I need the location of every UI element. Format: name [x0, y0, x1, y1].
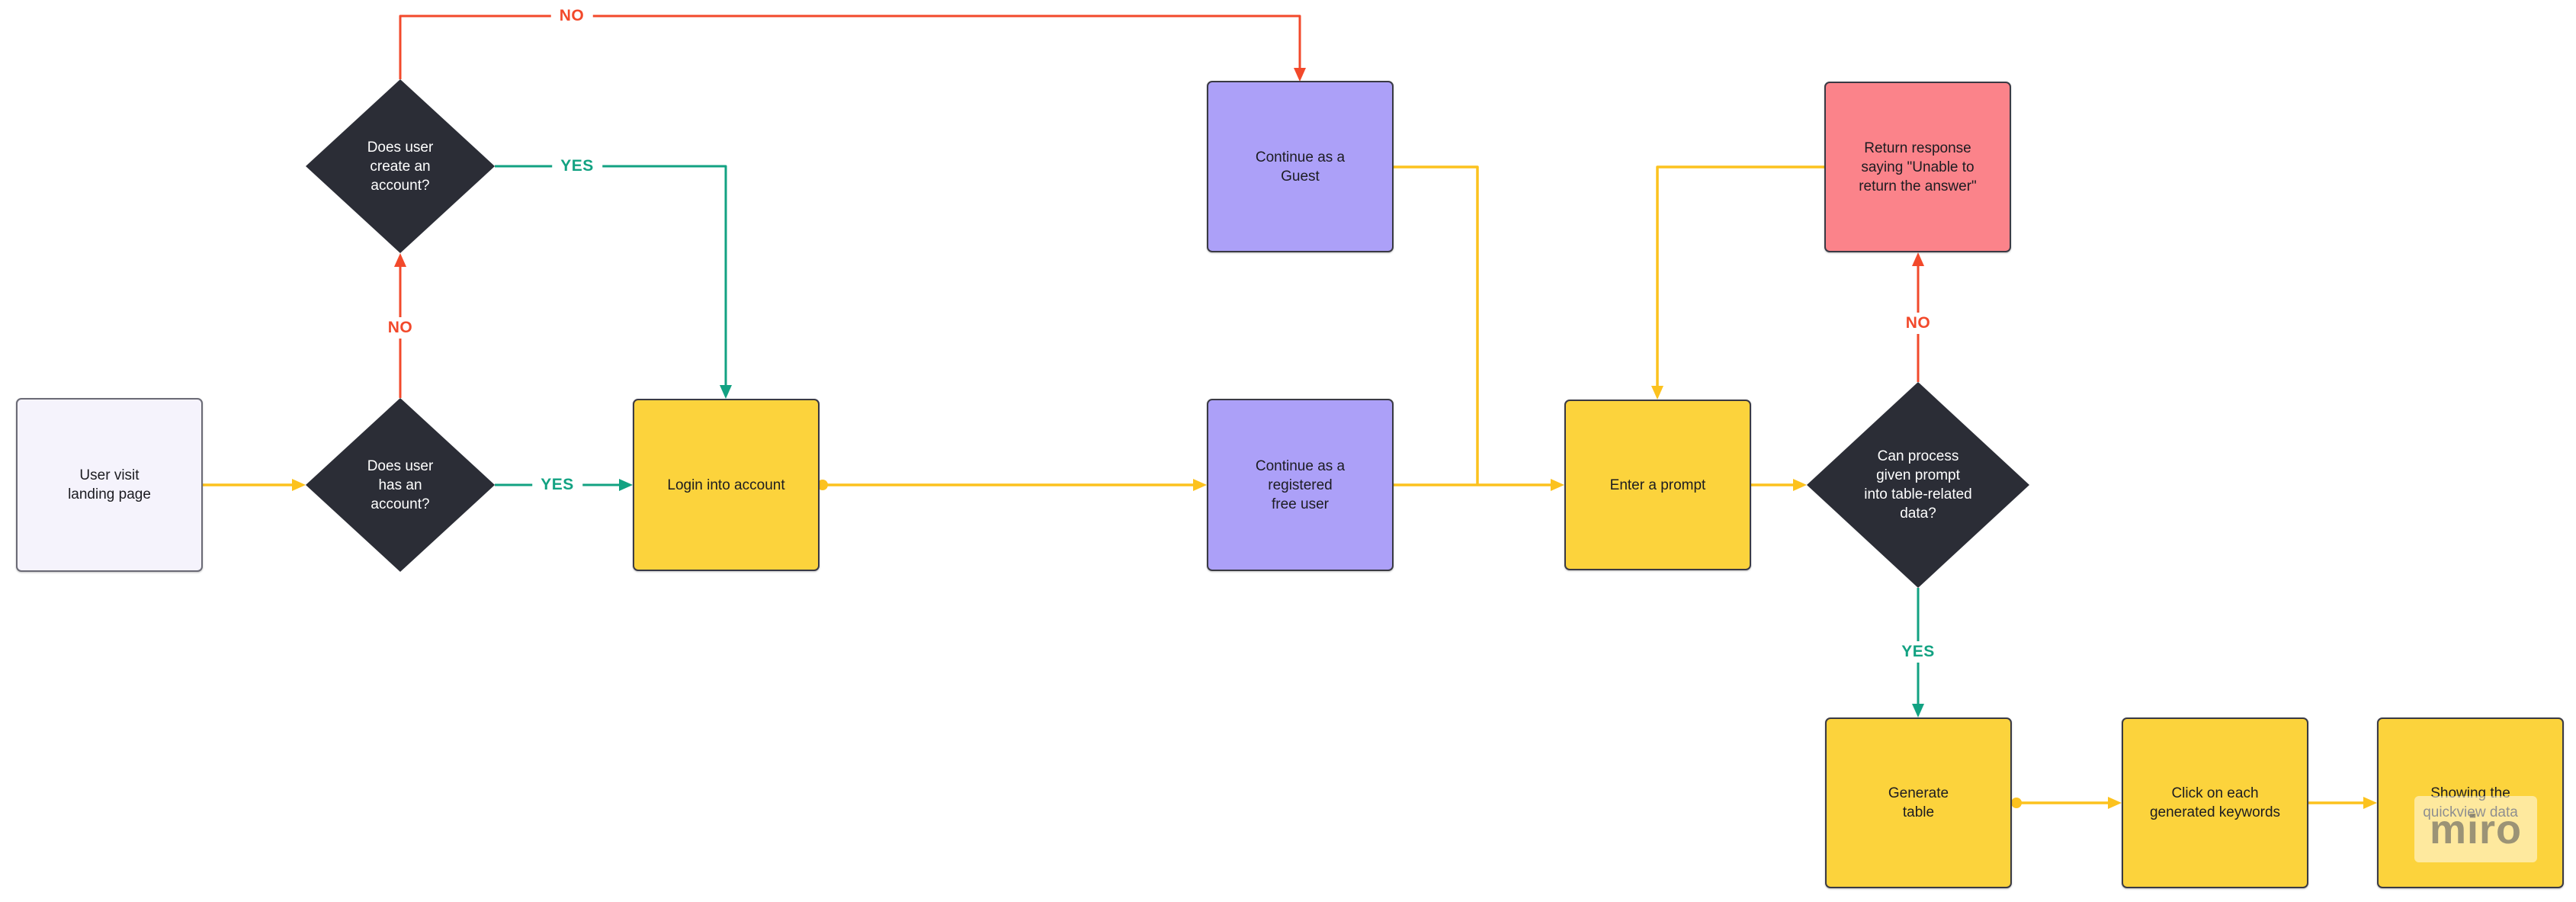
node-enter-a-prompt[interactable]: Enter a prompt [1564, 400, 1751, 570]
connector-registered-to-enter-prompt[interactable] [1394, 479, 1564, 491]
connector-generate-table-to-click-keywords[interactable] [2011, 797, 2122, 809]
node-user-visit-landing-page[interactable]: User visit landing page [16, 398, 203, 572]
connector-enter-prompt-to-can-process[interactable] [1751, 479, 1807, 491]
connector-guest-to-enter-prompt[interactable] [1394, 165, 1479, 485]
connector-create-account-yes-to-login[interactable] [495, 165, 732, 399]
miro-logo: miro [2429, 806, 2523, 852]
node-login-into-account[interactable]: Login into account [633, 399, 820, 571]
node-click-on-each-generated-keywords[interactable]: Click on each generated keywords [2122, 717, 2308, 888]
edge-label-yes-can-process[interactable]: YES [1893, 641, 1943, 663]
node-label: Login into account [667, 477, 785, 493]
connector-create-account-no-to-guest[interactable] [399, 14, 1306, 82]
edge-label-no-can-process[interactable]: NO [1897, 313, 1939, 334]
node-label: Continue as a Guest [1255, 149, 1346, 185]
edge-label-no-has-account[interactable]: NO [379, 317, 422, 339]
node-label: Enter a prompt [1609, 477, 1706, 493]
node-label: Return response saying "Unable to return… [1859, 140, 1977, 194]
node-label: Click on each generated keywords [2149, 785, 2281, 820]
edge-label-no-create-account[interactable]: NO [550, 5, 593, 27]
connector-login-to-registered[interactable] [817, 479, 1207, 491]
node-label: Can process given prompt into table-rela… [1864, 448, 1972, 522]
connector-click-keywords-to-quickview[interactable] [2308, 797, 2377, 809]
connector-landing-to-has-account[interactable] [203, 479, 306, 491]
node-label: User visit landing page [68, 467, 151, 502]
miro-watermark: miro [2414, 796, 2537, 862]
node-return-response-unable[interactable]: Return response saying "Unable to return… [1824, 82, 2011, 252]
edge-label-yes-has-account[interactable]: YES [532, 474, 582, 496]
node-continue-as-guest[interactable]: Continue as a Guest [1207, 81, 1394, 252]
node-label: Continue as a registered free user [1255, 457, 1346, 512]
edge-label-yes-create-account[interactable]: YES [552, 156, 602, 177]
node-generate-table[interactable]: Generate table [1825, 717, 2012, 888]
node-label: Does user create an account? [367, 139, 434, 194]
node-continue-as-registered-free-user[interactable]: Continue as a registered free user [1207, 399, 1394, 571]
node-label: Generate table [1888, 785, 1949, 820]
node-label: Does user has an account? [367, 457, 434, 512]
connector-return-response-to-enter-prompt[interactable] [1651, 165, 1824, 400]
